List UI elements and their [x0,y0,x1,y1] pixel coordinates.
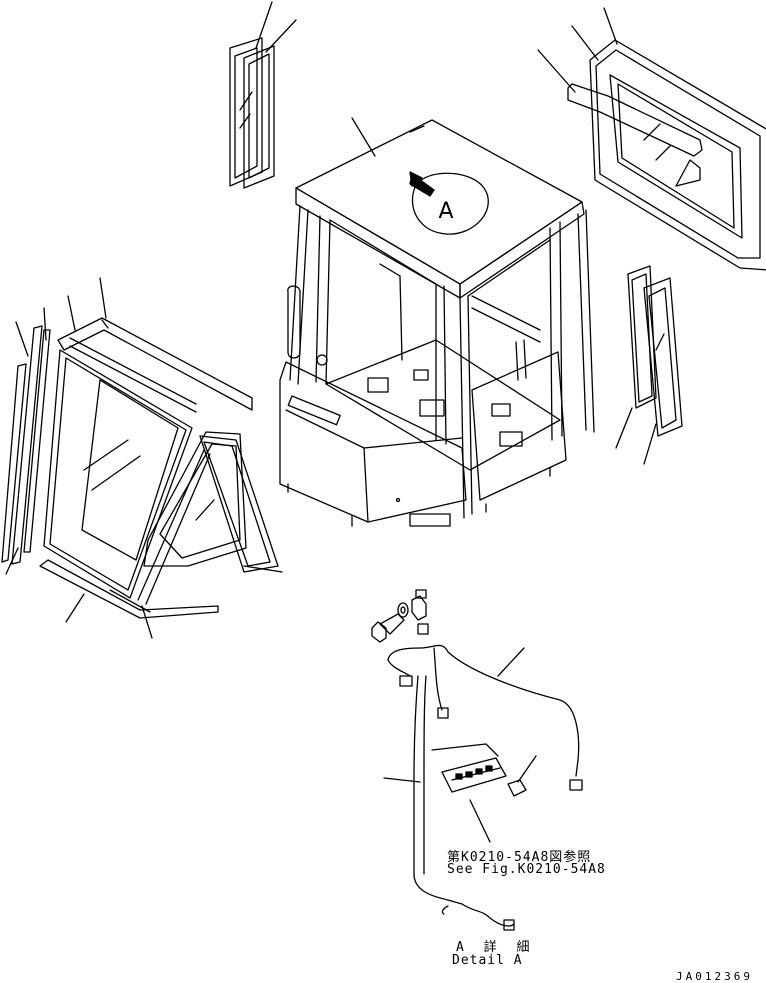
reference-note-english: See Fig.K0210-54A8 [447,862,606,877]
detail-label-english: Detail A [452,953,523,968]
detail-a-wiring-harness [387,644,583,931]
reference-note-japanese: 第K0210-54A8図参照 [447,850,592,865]
detail-a-fasteners [371,589,429,643]
rear-left-window-glass [229,37,275,189]
front-windshield-glass [1,317,279,619]
drawing-code: JA012369 [676,970,753,983]
cab-assembly [279,119,595,527]
rear-window-glass [567,39,766,271]
view-callout-letter: A [438,199,453,224]
right-side-window-glass [627,265,683,437]
detail-label-japanese: A 詳 細 [456,940,536,955]
